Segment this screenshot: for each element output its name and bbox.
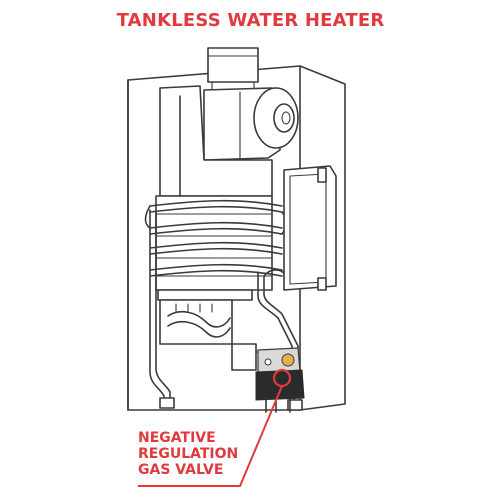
callout-leader (138, 385, 283, 487)
gas-valve-callout: NEGATIVE REGULATION GAS VALVE (138, 430, 268, 478)
water-inlet-pipe (149, 209, 175, 409)
control-board (283, 165, 337, 291)
water-coils (144, 199, 288, 277)
exhaust-collar (207, 47, 259, 93)
callout-line-1: NEGATIVE (138, 430, 216, 446)
burner-assembly (157, 289, 253, 345)
gas-valve (255, 347, 305, 413)
diagram-title: TANKLESS WATER HEATER (116, 10, 385, 31)
blower-fan (203, 87, 299, 161)
callout-line-3: GAS VALVE (138, 462, 224, 478)
callout-line-2: REGULATION (138, 446, 239, 462)
